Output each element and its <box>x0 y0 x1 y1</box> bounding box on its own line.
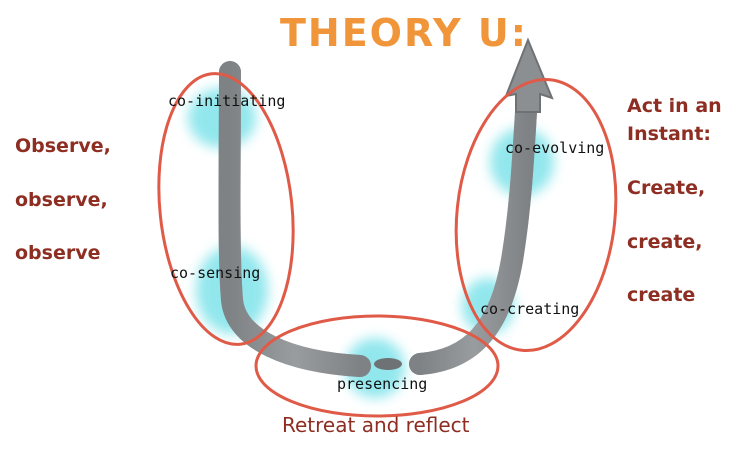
bottom-phase-circle <box>254 314 500 418</box>
stage-co-initiating: co-initiating <box>168 92 285 110</box>
stage-co-creating: co-creating <box>480 300 579 318</box>
right-phase-circle <box>454 77 618 353</box>
stage-presencing: presencing <box>337 375 427 393</box>
left-text-block: Observe, observe, observe <box>15 135 111 264</box>
left-text-line-3: observe <box>15 242 101 264</box>
phase-circles <box>157 72 618 418</box>
left-text-line-2: observe, <box>15 189 108 211</box>
arrow-head <box>504 37 554 113</box>
bottom-text: Retreat and reflect <box>282 413 470 437</box>
highlight-presencing <box>345 338 405 398</box>
right-text-block: Act in an Instant: Create, create, creat… <box>627 95 722 306</box>
right-text-line-3: Create, <box>627 177 705 199</box>
left-phase-circle <box>157 72 295 346</box>
right-text-line-2: Instant: <box>627 123 711 145</box>
right-text-line-1: Act in an <box>627 95 722 117</box>
stage-co-sensing: co-sensing <box>170 264 260 282</box>
highlight-blobs <box>188 88 554 398</box>
diagram-title: THEORY U: <box>280 11 528 55</box>
right-text-line-4: create, <box>627 231 703 253</box>
stage-co-evolving: co-evolving <box>505 139 604 157</box>
right-text-line-5: create <box>627 284 695 306</box>
u-arrow <box>218 37 554 377</box>
left-text-line-1: Observe, <box>15 135 111 157</box>
arrow-gap-blob <box>374 358 402 370</box>
